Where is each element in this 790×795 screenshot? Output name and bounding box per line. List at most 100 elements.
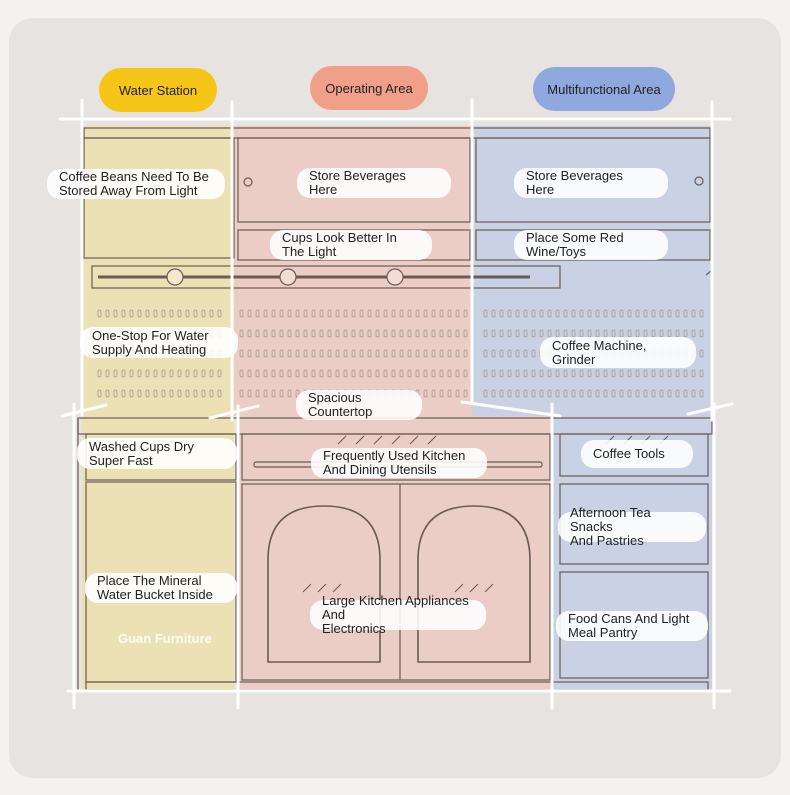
- pegboard-hole: [579, 309, 584, 318]
- pegboard-hole: [595, 389, 600, 398]
- pegboard-hole: [603, 389, 608, 398]
- pegboard-hole: [375, 369, 380, 378]
- pegboard-hole: [303, 369, 308, 378]
- pegboard-hole: [113, 369, 118, 378]
- label-cups-look-better: Cups Look Better In The Light: [270, 230, 432, 260]
- pegboard-hole: [415, 309, 420, 318]
- pegboard-hole: [375, 309, 380, 318]
- pegboard-hole: [643, 309, 648, 318]
- pegboard-hole: [185, 369, 190, 378]
- pegboard-hole: [507, 369, 512, 378]
- pegboard-hole: [311, 369, 316, 378]
- pegboard-hole: [263, 309, 268, 318]
- pegboard-hole: [391, 309, 396, 318]
- pegboard-hole: [239, 349, 244, 358]
- pegboard-hole: [161, 389, 166, 398]
- pegboard-hole: [239, 329, 244, 338]
- pegboard-hole: [319, 349, 324, 358]
- pegboard-hole: [113, 309, 118, 318]
- pegboard-hole: [699, 309, 704, 318]
- pegboard-hole: [303, 349, 308, 358]
- pegboard-hole: [391, 369, 396, 378]
- label-spacious-countertop: Spacious Countertop: [296, 390, 422, 420]
- pegboard-hole: [431, 309, 436, 318]
- pegboard-hole: [483, 369, 488, 378]
- pegboard-hole: [247, 369, 252, 378]
- pegboard-hole: [97, 309, 102, 318]
- pegboard-hole: [415, 329, 420, 338]
- pegboard-hole: [463, 369, 468, 378]
- pegboard-hole: [619, 369, 624, 378]
- pegboard-hole: [491, 309, 496, 318]
- pegboard-hole: [255, 329, 260, 338]
- pegboard-hole: [499, 329, 504, 338]
- pegboard-hole: [627, 369, 632, 378]
- label-red-wine: Place Some Red Wine/Toys: [514, 230, 668, 260]
- pegboard-hole: [97, 369, 102, 378]
- multifunctional-area-title: Multifunctional Area: [533, 67, 675, 111]
- pegboard-hole: [563, 309, 568, 318]
- pegboard-hole: [431, 389, 436, 398]
- pegboard-hole: [311, 329, 316, 338]
- pegboard-hole: [239, 309, 244, 318]
- pegboard-hole: [129, 369, 134, 378]
- pegboard-hole: [611, 309, 616, 318]
- pegboard-hole: [691, 309, 696, 318]
- pegboard-hole: [619, 309, 624, 318]
- pegboard-hole: [587, 309, 592, 318]
- pegboard-hole: [539, 389, 544, 398]
- pegboard-hole: [587, 389, 592, 398]
- pegboard-hole: [507, 329, 512, 338]
- pegboard-hole: [255, 389, 260, 398]
- pegboard-hole: [523, 349, 528, 358]
- pegboard-hole: [499, 369, 504, 378]
- pegboard-hole: [383, 369, 388, 378]
- pegboard-hole: [563, 389, 568, 398]
- pegboard-hole: [271, 329, 276, 338]
- pegboard-hole: [367, 329, 372, 338]
- pegboard-hole: [129, 389, 134, 398]
- pegboard-hole: [247, 309, 252, 318]
- pegboard-hole: [279, 329, 284, 338]
- pegboard-hole: [311, 349, 316, 358]
- pegboard-hole: [161, 309, 166, 318]
- pegboard-hole: [367, 309, 372, 318]
- pegboard-hole: [455, 309, 460, 318]
- pegboard-hole: [667, 389, 672, 398]
- pegboard-hole: [643, 369, 648, 378]
- pegboard-hole: [515, 349, 520, 358]
- pegboard-hole: [343, 329, 348, 338]
- water-station-zone: [82, 126, 234, 691]
- pegboard-hole: [651, 369, 656, 378]
- pegboard-hole: [651, 309, 656, 318]
- pegboard-hole: [483, 349, 488, 358]
- pegboard-hole: [399, 309, 404, 318]
- pegboard-hole: [169, 389, 174, 398]
- pegboard-hole: [627, 389, 632, 398]
- pegboard-hole: [263, 349, 268, 358]
- label-store-beverages-right: Store Beverages Here: [514, 168, 668, 198]
- pegboard-hole: [507, 309, 512, 318]
- water-station-title: Water Station: [99, 68, 217, 112]
- pegboard-hole: [635, 369, 640, 378]
- pegboard-hole: [263, 369, 268, 378]
- pegboard-hole: [209, 369, 214, 378]
- pegboard-hole: [547, 309, 552, 318]
- pegboard-hole: [423, 309, 428, 318]
- pegboard-hole: [169, 369, 174, 378]
- pegboard-hole: [455, 329, 460, 338]
- pegboard-hole: [423, 349, 428, 358]
- pegboard-hole: [483, 389, 488, 398]
- pegboard-hole: [523, 309, 528, 318]
- pegboard-hole: [483, 309, 488, 318]
- pegboard-hole: [255, 309, 260, 318]
- pegboard-hole: [391, 329, 396, 338]
- pegboard-hole: [335, 309, 340, 318]
- pegboard-hole: [531, 349, 536, 358]
- pegboard-hole: [327, 369, 332, 378]
- pegboard-hole: [263, 389, 268, 398]
- pegboard-hole: [383, 309, 388, 318]
- pegboard-hole: [563, 369, 568, 378]
- pegboard-hole: [351, 369, 356, 378]
- label-washed-cups: Washed Cups Dry Super Fast: [77, 438, 237, 469]
